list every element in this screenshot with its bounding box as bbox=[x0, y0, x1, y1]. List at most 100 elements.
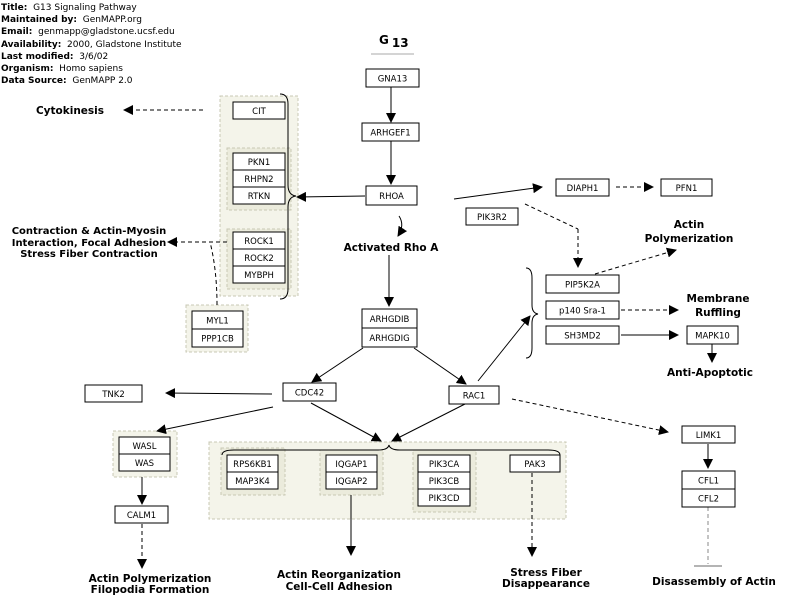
gene-node-rock2[interactable]: ROCK2 bbox=[232, 248, 286, 267]
label-activated-rhoa: Activated Rho A bbox=[344, 242, 440, 254]
svg-text:RHOA: RHOA bbox=[379, 192, 404, 202]
gene-node-mapk10[interactable]: MAPK10 bbox=[686, 325, 739, 345]
info-organism: Organism: Homo sapiens bbox=[1, 64, 123, 75]
svg-text:CALM1: CALM1 bbox=[127, 511, 156, 521]
gene-node-pak3[interactable]: PAK3 bbox=[509, 454, 561, 473]
gene-node-was[interactable]: WAS bbox=[118, 453, 171, 472]
gene-node-rhoa[interactable]: RHOA bbox=[365, 185, 418, 206]
svg-text:PKN1: PKN1 bbox=[248, 158, 270, 168]
gene-node-rhpn2[interactable]: RHPN2 bbox=[232, 169, 286, 188]
gene-node-rtkn[interactable]: RTKN bbox=[232, 186, 286, 205]
svg-text:WAS: WAS bbox=[135, 459, 154, 469]
svg-text:MAP3K4: MAP3K4 bbox=[235, 477, 270, 487]
svg-text:PIK3CB: PIK3CB bbox=[429, 477, 460, 487]
pathway-info: Title: G13 Signaling Pathway Maintained … bbox=[1, 2, 182, 87]
rac-effector-brace bbox=[525, 267, 539, 359]
gene-node-limk1[interactable]: LIMK1 bbox=[681, 425, 736, 444]
arrow-rac1-group bbox=[391, 403, 466, 442]
info-maintainer: Maintained by: GenMAPP.org bbox=[1, 15, 142, 26]
arrow-rhoa-effectors bbox=[296, 191, 366, 202]
svg-text:CFL1: CFL1 bbox=[698, 477, 719, 487]
svg-text:PIP5K2A: PIP5K2A bbox=[565, 281, 600, 291]
arrow-cdc42-tnk2 bbox=[165, 388, 273, 399]
label-disassembly: Disassembly of Actin bbox=[652, 576, 776, 588]
info-data-source: Data Source: GenMAPP 2.0 bbox=[1, 76, 133, 87]
svg-text:ARHGDIB: ARHGDIB bbox=[370, 315, 410, 325]
arrow-rac1-brace bbox=[477, 315, 531, 382]
gene-node-arhgdib[interactable]: ARHGDIB bbox=[361, 308, 418, 329]
svg-text:PAK3: PAK3 bbox=[524, 460, 545, 470]
gene-node-gna13[interactable]: GNA13 bbox=[365, 68, 420, 88]
gene-node-pik3cd[interactable]: PIK3CD bbox=[417, 488, 471, 507]
svg-text:DIAPH1: DIAPH1 bbox=[567, 184, 599, 194]
gene-node-arhgef1[interactable]: ARHGEF1 bbox=[361, 122, 420, 142]
arrow-arhgdig-cdc42 bbox=[311, 347, 364, 383]
svg-text:MYL1: MYL1 bbox=[206, 317, 229, 327]
arrow-rhoa-diaph1 bbox=[453, 183, 543, 200]
svg-text:LIMK1: LIMK1 bbox=[696, 431, 722, 441]
dashed-arrow-rhoa-pip5k2a bbox=[524, 203, 579, 230]
svg-text:PFN1: PFN1 bbox=[676, 184, 698, 194]
gene-node-rps6kb1[interactable]: RPS6KB1 bbox=[226, 454, 279, 473]
gene-node-sh3md2[interactable]: SH3MD2 bbox=[545, 325, 620, 345]
gene-node-wasl[interactable]: WASL bbox=[118, 436, 171, 455]
gene-node-iqgap2[interactable]: IQGAP2 bbox=[325, 471, 378, 490]
svg-text:MYBPH: MYBPH bbox=[244, 271, 274, 281]
svg-text:WASL: WASL bbox=[133, 442, 157, 452]
svg-text:PPP1CB: PPP1CB bbox=[201, 335, 234, 345]
svg-text:CIT: CIT bbox=[252, 107, 266, 117]
svg-text:ARHGEF1: ARHGEF1 bbox=[370, 129, 410, 139]
svg-text:MAPK10: MAPK10 bbox=[695, 332, 730, 342]
gene-node-rac1[interactable]: RAC1 bbox=[448, 385, 500, 405]
arrow-rhoa-activated bbox=[397, 215, 408, 237]
gene-node-pkn1[interactable]: PKN1 bbox=[232, 152, 286, 171]
gene-node-cit[interactable]: CIT bbox=[232, 101, 286, 120]
gene-node-pfn1[interactable]: PFN1 bbox=[660, 178, 713, 197]
gene-node-pik3ca[interactable]: PIK3CA bbox=[417, 454, 471, 473]
gene-node-tnk2[interactable]: TNK2 bbox=[84, 384, 143, 403]
gene-node-pik3cb[interactable]: PIK3CB bbox=[417, 471, 471, 490]
gene-node-map3k4[interactable]: MAP3K4 bbox=[226, 471, 279, 490]
gene-node-cfl1[interactable]: CFL1 bbox=[681, 470, 736, 490]
gene-node-mybph[interactable]: MYBPH bbox=[232, 265, 286, 284]
gene-node-pip5k2a[interactable]: PIP5K2A bbox=[545, 274, 620, 294]
svg-text:ROCK1: ROCK1 bbox=[244, 237, 274, 247]
actin-reorg-brace bbox=[221, 444, 561, 456]
gene-node-rock1[interactable]: ROCK1 bbox=[232, 231, 286, 250]
svg-text:RTKN: RTKN bbox=[248, 192, 270, 202]
svg-text:RPS6KB1: RPS6KB1 bbox=[233, 460, 272, 470]
gene-node-arhgdig[interactable]: ARHGDIG bbox=[361, 327, 418, 348]
gene-node-iqgap1[interactable]: IQGAP1 bbox=[325, 454, 378, 473]
gene-node-diaph1[interactable]: DIAPH1 bbox=[555, 178, 610, 197]
rho-effector-brace bbox=[279, 93, 297, 300]
info-title: Title: G13 Signaling Pathway bbox=[1, 3, 137, 13]
dashed-arrow-rac1-limk1 bbox=[511, 398, 669, 436]
svg-text:SH3MD2: SH3MD2 bbox=[564, 332, 600, 342]
label-cytokinesis: Cytokinesis bbox=[36, 105, 104, 117]
info-email: Email: genmapp@gladstone.ucsf.edu bbox=[1, 27, 175, 38]
info-availability: Availability: 2000, Gladstone Institute bbox=[1, 39, 182, 50]
arrow-arhgdig-rac1 bbox=[413, 347, 467, 385]
label-anti-apoptotic: Anti-Apoptotic bbox=[667, 367, 753, 379]
svg-text:IQGAP1: IQGAP1 bbox=[335, 460, 367, 470]
gene-node-ppp1cb[interactable]: PPP1CB bbox=[191, 328, 244, 348]
svg-text:PIK3R2: PIK3R2 bbox=[477, 213, 507, 223]
svg-text:GNA13: GNA13 bbox=[378, 75, 408, 85]
gene-node-cdc42[interactable]: CDC42 bbox=[282, 382, 337, 402]
gene-node-cfl2[interactable]: CFL2 bbox=[681, 488, 736, 508]
svg-text:TNK2: TNK2 bbox=[101, 390, 125, 400]
gene-node-pik3r2[interactable]: PIK3R2 bbox=[465, 207, 519, 226]
arrow-cdc42-group bbox=[310, 402, 382, 442]
gene-node-calm1[interactable]: CALM1 bbox=[114, 505, 169, 524]
gene-node-p140-sra1[interactable]: p140 Sra-1 bbox=[545, 300, 620, 320]
gene-node-myl1[interactable]: MYL1 bbox=[191, 310, 244, 330]
svg-text:CDC42: CDC42 bbox=[295, 389, 324, 399]
arrow-cdc42-was bbox=[156, 406, 274, 435]
svg-text:PIK3CA: PIK3CA bbox=[429, 460, 460, 470]
